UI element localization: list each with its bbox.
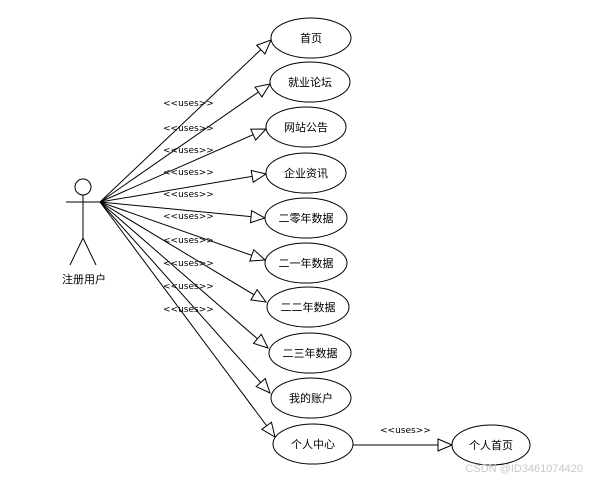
- use-case-label: 网站公告: [284, 120, 328, 134]
- uses-label: <<uses>>: [163, 168, 214, 178]
- use-case-notice[interactable]: 网站公告: [265, 106, 347, 148]
- use-case-label: 二三年数据: [283, 346, 338, 360]
- use-case-2022[interactable]: 二二年数据: [266, 286, 350, 328]
- edge-center: [99, 201, 275, 437]
- edge-2022: [99, 201, 266, 302]
- use-case-company[interactable]: 企业资讯: [265, 152, 347, 194]
- uses-label: <<uses>>: [163, 212, 214, 222]
- use-case-2021[interactable]: 二一年数据: [264, 242, 348, 284]
- uses-label: <<uses>>: [163, 259, 214, 269]
- actor-head: [74, 178, 92, 196]
- use-case-label: 我的账户: [289, 391, 333, 405]
- edge-company: [99, 174, 266, 203]
- actor-right-leg: [82, 237, 97, 266]
- edge-2023: [99, 201, 268, 348]
- use-case-account[interactable]: 我的账户: [270, 377, 352, 419]
- uses-label: <<uses>>: [163, 124, 214, 134]
- actor-left-leg: [69, 237, 84, 266]
- use-case-2020[interactable]: 二零年数据: [264, 197, 348, 239]
- use-case-label: 二零年数据: [279, 211, 334, 225]
- edge-notice: [99, 129, 266, 203]
- uses-label: <<uses>>: [380, 426, 431, 436]
- use-case-label: 个人首页: [469, 438, 513, 452]
- edge-home: [99, 40, 271, 203]
- use-case-label: 首页: [300, 31, 322, 45]
- edge-account: [99, 201, 270, 393]
- use-case-home[interactable]: 首页: [270, 17, 352, 59]
- use-case-label: 个人中心: [291, 438, 335, 451]
- use-case-label: 二二年数据: [281, 300, 336, 314]
- use-case-center[interactable]: 个人中心: [272, 423, 354, 465]
- uses-label: <<uses>>: [163, 236, 214, 246]
- uses-label: <<uses>>: [163, 190, 214, 200]
- use-case-personal-home[interactable]: 个人首页: [451, 424, 531, 466]
- watermark: CSDN @ID3461074420: [465, 463, 583, 475]
- actor-label: 注册用户: [62, 272, 106, 286]
- edge-2020: [99, 201, 265, 218]
- uses-label: <<uses>>: [163, 146, 214, 156]
- uses-labels: <<uses>> <<uses>> <<uses>> <<uses>> <<us…: [163, 99, 431, 436]
- edge-forum: [99, 84, 270, 203]
- association-edges: [99, 40, 452, 445]
- use-case-2023[interactable]: 二三年数据: [268, 332, 352, 374]
- edge-2021: [99, 201, 265, 260]
- uses-label: <<uses>>: [163, 99, 214, 109]
- use-case-label: 就业论坛: [288, 75, 332, 89]
- uses-label: <<uses>>: [163, 305, 214, 315]
- use-case-forum[interactable]: 就业论坛: [269, 61, 351, 103]
- use-case-label: 二一年数据: [279, 256, 334, 270]
- uses-label: <<uses>>: [163, 282, 214, 292]
- actor-registered-user: 注册用户: [62, 178, 106, 286]
- use-case-label: 企业资讯: [284, 166, 328, 180]
